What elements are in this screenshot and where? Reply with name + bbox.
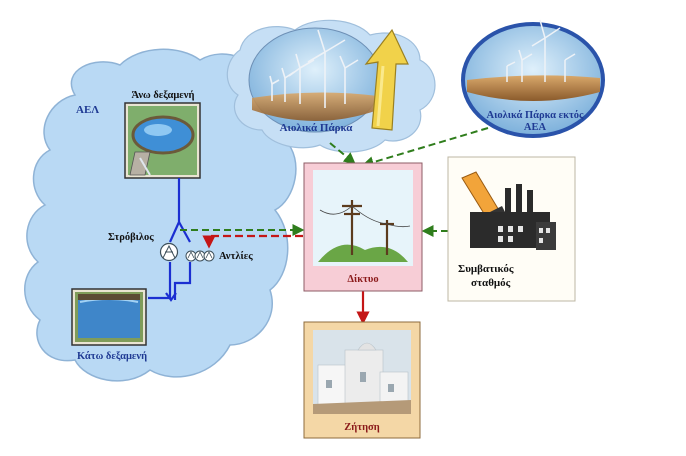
wind-parks-outside-label-line1: Αιολικά Πάρκα εκτός: [486, 110, 584, 121]
windpark-to-grid-arrow: [329, 142, 356, 165]
turbine-label: Στρόβιλος: [108, 232, 154, 243]
upper-reservoir-icon: [124, 102, 201, 179]
wind-parks-outside-label-line2: ΑΕΑ: [524, 122, 547, 133]
ael-label: ΑΕΛ: [76, 104, 99, 116]
water-pipes: [148, 178, 192, 302]
conventional-station-box: Συμβατικός σταθμός: [447, 156, 576, 302]
conventional-label-line2: σταθμός: [471, 277, 511, 289]
demand-box: Ζήτηση: [303, 321, 421, 439]
pump-icon: [185, 250, 215, 262]
up-arrow-icon: [364, 28, 409, 131]
power-pole-icon: [342, 200, 394, 255]
upper-reservoir-label: Άνω δεξαμενή: [132, 89, 195, 101]
town-icon: [313, 342, 411, 414]
wind-park-outside-icon: Αιολικά Πάρκα εκτός ΑΕΑ: [461, 19, 605, 138]
red-flow-arrows: [202, 234, 370, 325]
grid-to-pumps-arrow: [202, 234, 303, 249]
green-flow-arrows: [180, 127, 489, 237]
grid-box: Δίκτυο: [303, 162, 423, 292]
lower-reservoir-icon: [71, 288, 147, 346]
wind-parks-label: Αιολικά Πάρκα: [280, 122, 354, 134]
grid-label: Δίκτυο: [347, 274, 378, 285]
pumps-label: Αντλίες: [219, 251, 253, 262]
lower-reservoir-label: Κάτω δεξαμενή: [77, 350, 147, 362]
wind-turbine-icon: [269, 29, 359, 108]
wind-park-icon: Αιολικά Πάρκα: [248, 27, 382, 134]
conventional-label-line1: Συμβατικός: [458, 263, 514, 275]
factory-icon: [461, 171, 556, 250]
turbine-icon: [159, 242, 179, 262]
demand-label: Ζήτηση: [344, 421, 379, 433]
